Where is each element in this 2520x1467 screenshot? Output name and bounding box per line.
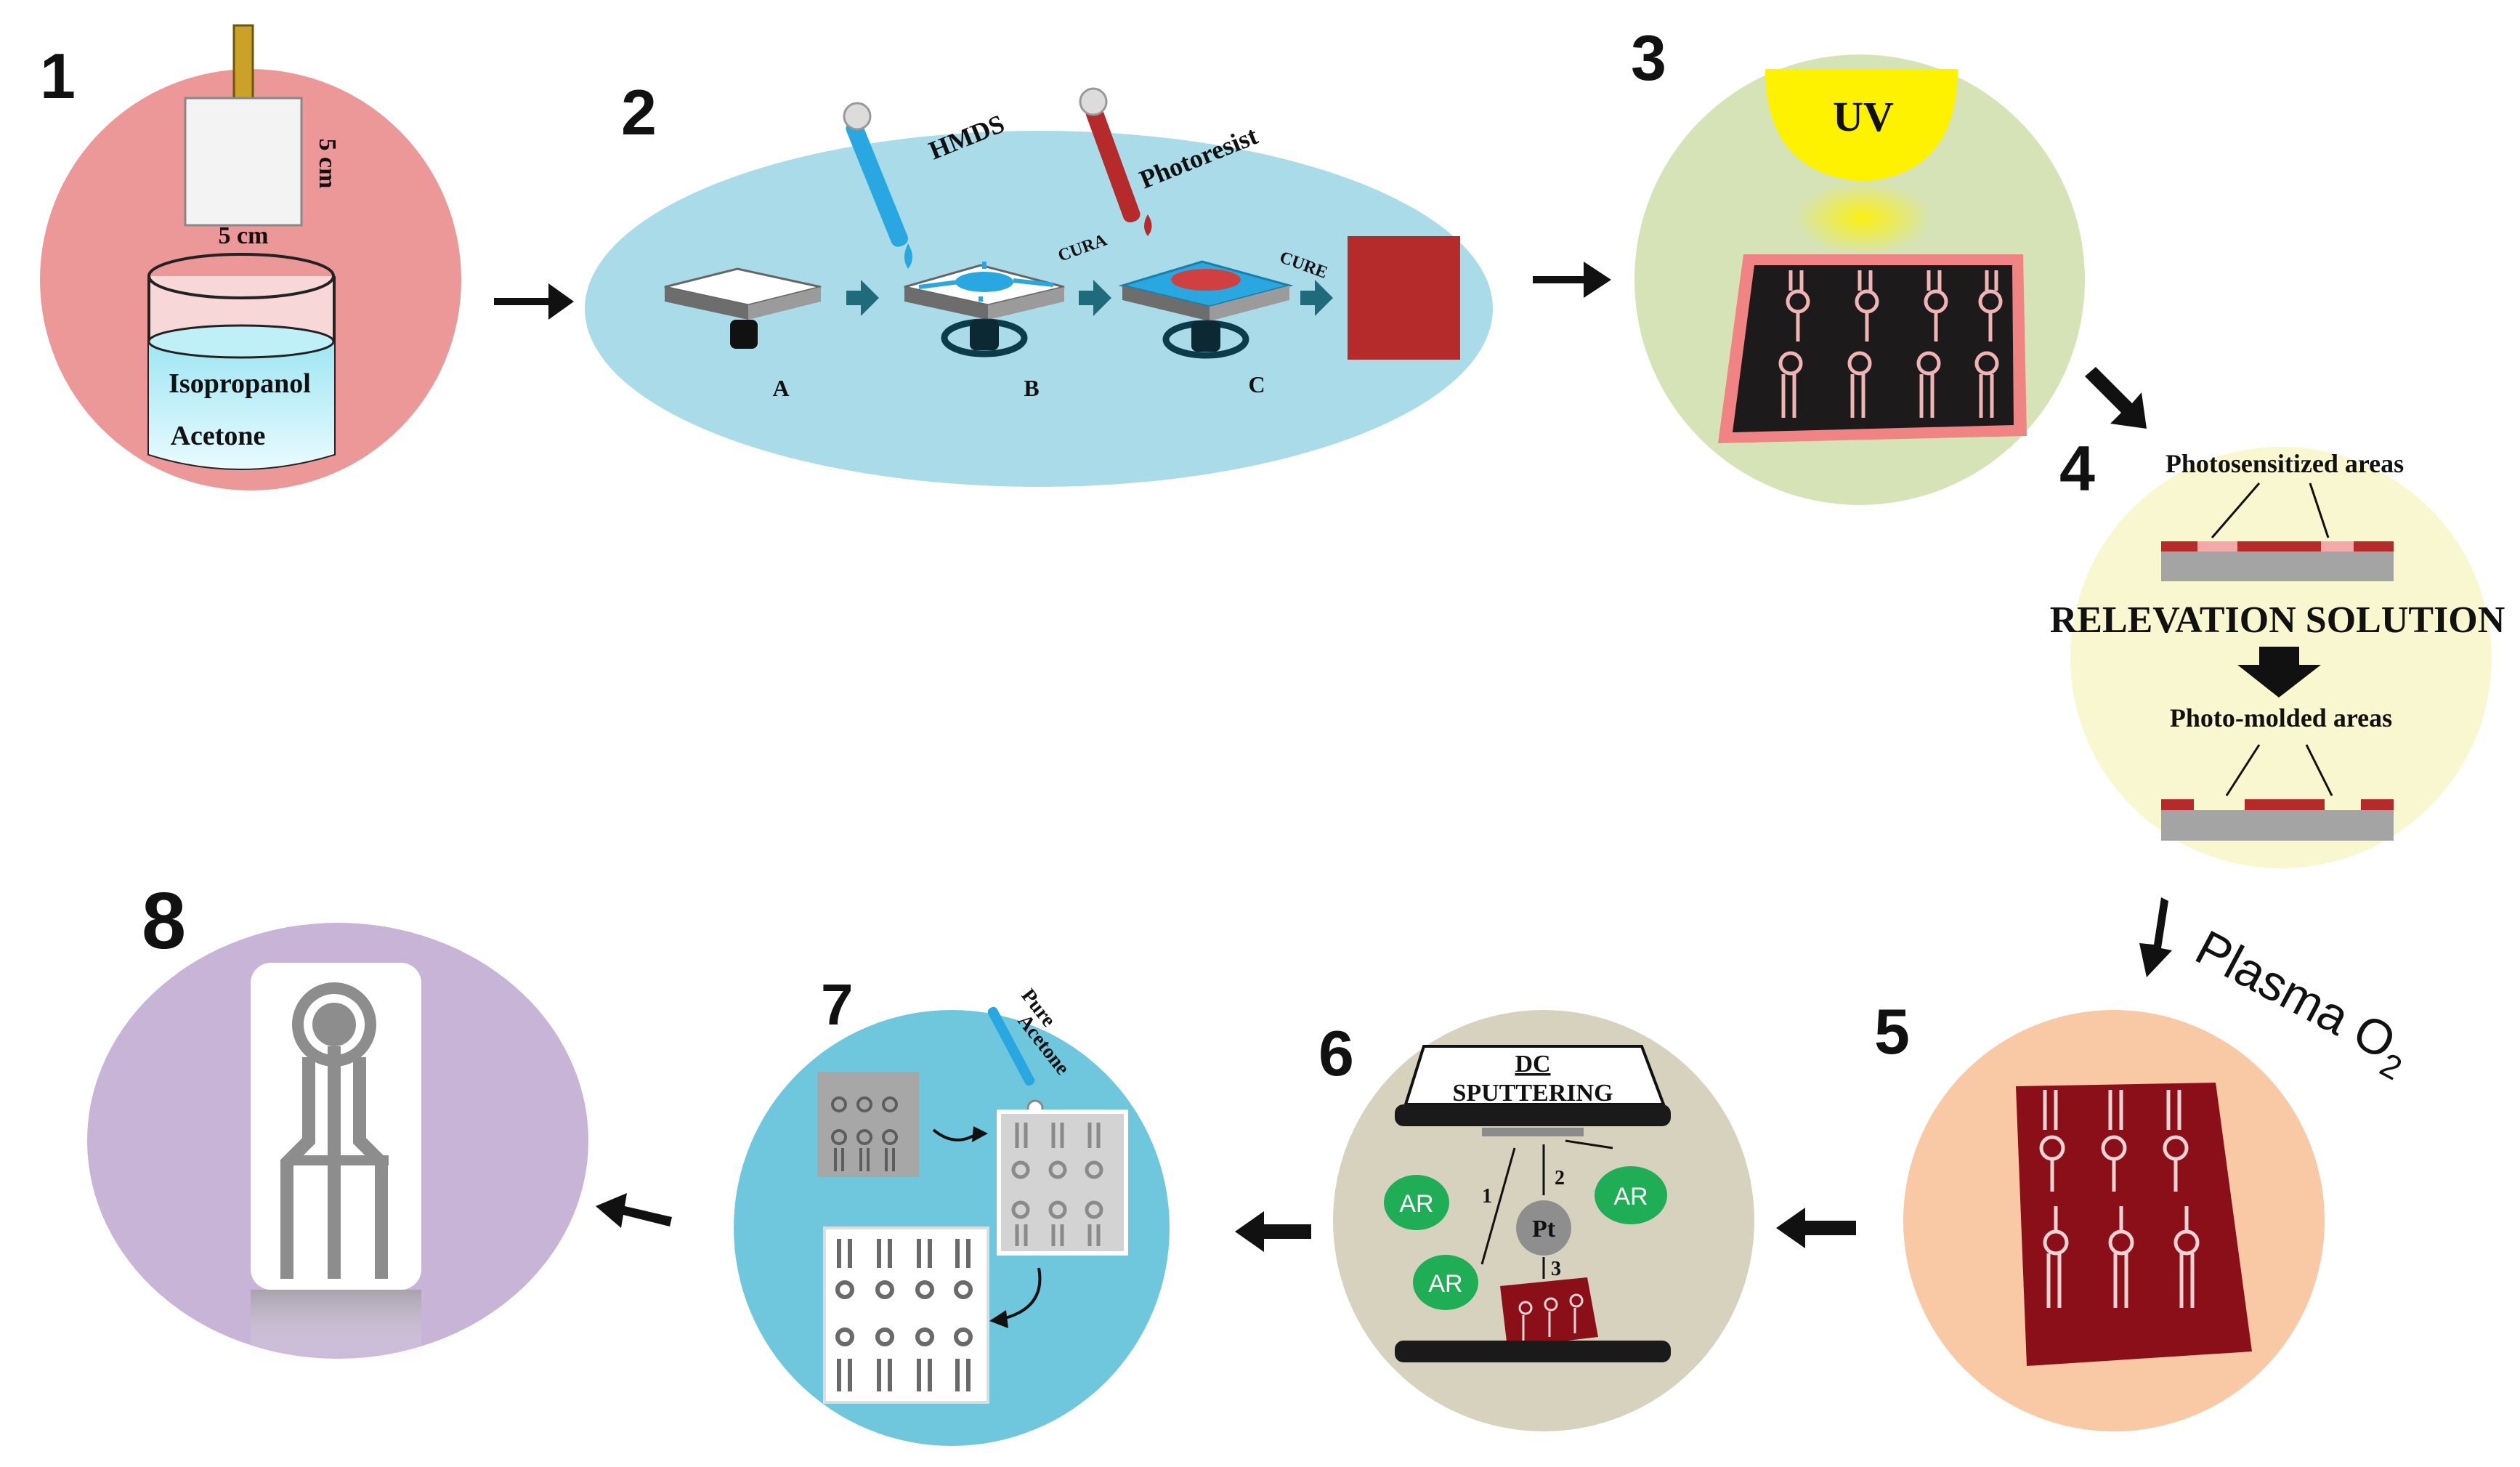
step-3: 3 UV [1631, 22, 2085, 505]
argon-ion-2 [1595, 1166, 1667, 1224]
relevation-solution-label: RELEVATION SOLUTION [2050, 599, 2505, 641]
glass-substrate [184, 97, 303, 227]
dc-label: DC [1515, 1051, 1550, 1078]
step-2: 2 A HMDS B CURA [585, 76, 1493, 487]
step-1-number: 1 [40, 40, 76, 112]
photomolded-label: Photo-molded areas [2170, 703, 2392, 732]
step-4-number: 4 [2059, 432, 2095, 504]
arrow-b-to-c-icon [1079, 280, 1111, 316]
dimension-vertical-label: 5 cm [314, 139, 341, 189]
arrow-2-to-3-icon [1533, 262, 1611, 298]
argon-label-3: AR [1428, 1270, 1462, 1298]
step-8: 8 [87, 876, 588, 1370]
arrow-6-to-7-icon [1235, 1211, 1311, 1252]
layer-stack-bottom [2161, 744, 2394, 841]
spin-coater-c [1118, 260, 1294, 359]
wafer-before-liftoff [817, 1072, 919, 1177]
uv-label: UV [1833, 93, 1894, 140]
arrow-1-to-2-icon [494, 283, 574, 320]
photosensitized-label: Photosensitized areas [2166, 449, 2404, 478]
electrode-reflection [251, 1290, 421, 1370]
layer-stack-top [2161, 482, 2394, 581]
path-label-1: 1 [1482, 1185, 1492, 1208]
arrow-5-to-6-icon [1776, 1208, 1856, 1248]
finished-electrode [251, 963, 421, 1290]
curved-arrow-2-icon [1002, 1267, 1042, 1320]
step-2-number: 2 [621, 76, 657, 148]
wafer-after-liftoff [823, 1226, 989, 1404]
step-4: 4 Photosensitized areas RELEVATION SOLUT… [2050, 432, 2505, 868]
arrow-a-to-b-icon [846, 280, 879, 316]
coated-substrate [1348, 236, 1460, 360]
acetone-label: Acetone [171, 421, 266, 451]
arrow-4-to-5-icon [2139, 897, 2172, 977]
arrow-7-to-8-icon [596, 1193, 672, 1228]
wafer-on-holder [1395, 1277, 1671, 1362]
wafer-during-liftoff [997, 1110, 1128, 1256]
hmds-pipette-icon [843, 102, 912, 269]
argon-ion-1 [1384, 1175, 1449, 1230]
sputtering-label: SPUTTERING [1452, 1080, 1613, 1107]
argon-ion-3 [1413, 1255, 1478, 1310]
step-3-number: 3 [1631, 22, 1666, 94]
step-7-number: 7 [821, 972, 854, 1037]
step-5: 5 [1874, 995, 2325, 1431]
curved-arrow-2-head-icon [989, 1310, 1008, 1328]
mask-on-substrate [1718, 254, 2027, 443]
step-6-number: 6 [1318, 1017, 1354, 1089]
step-5-number: 5 [1874, 995, 1910, 1067]
photoresist-pipette-icon [1079, 87, 1152, 236]
path-label-3: 3 [1551, 1258, 1561, 1280]
argon-label-1: AR [1399, 1190, 1433, 1218]
patterned-wafer [2016, 1083, 2252, 1366]
argon-label-2: AR [1613, 1183, 1648, 1211]
path-label-2: 2 [1555, 1167, 1565, 1189]
step-1: 1 5 cm 5 cm Isopropanol Acetone [40, 24, 461, 490]
sputter-paths [1480, 1139, 1613, 1279]
uv-glow [1794, 182, 1932, 254]
step-8-number: 8 [142, 876, 186, 966]
uv-lamp [1765, 69, 1958, 182]
arrow-c-to-coated-icon [1300, 280, 1333, 316]
isopropanol-label: Isopropanol [169, 368, 311, 399]
arrow-3-to-4-icon [2085, 367, 2147, 429]
step-6: 6 DC SPUTTERING AR AR AR Pt 1 2 3 [1318, 1010, 1754, 1431]
platinum-label: Pt [1532, 1216, 1556, 1242]
spin-coater-a [664, 267, 822, 349]
spin-coater-b [904, 262, 1065, 357]
curved-arrow-1-head-icon [972, 1126, 988, 1142]
platinum-atom [1516, 1200, 1571, 1256]
stage-c-label: C [1248, 371, 1265, 397]
step-7: 7 Pure Acetone [734, 972, 1170, 1446]
sputtering-target [1395, 1045, 1671, 1136]
stage-a-label: A [772, 375, 789, 401]
down-arrow-icon [2237, 647, 2321, 698]
stage-b-label: B [1024, 375, 1039, 401]
beaker [147, 253, 336, 470]
step-2-background [585, 131, 1493, 487]
dimension-horizontal-label: 5 cm [219, 222, 269, 249]
